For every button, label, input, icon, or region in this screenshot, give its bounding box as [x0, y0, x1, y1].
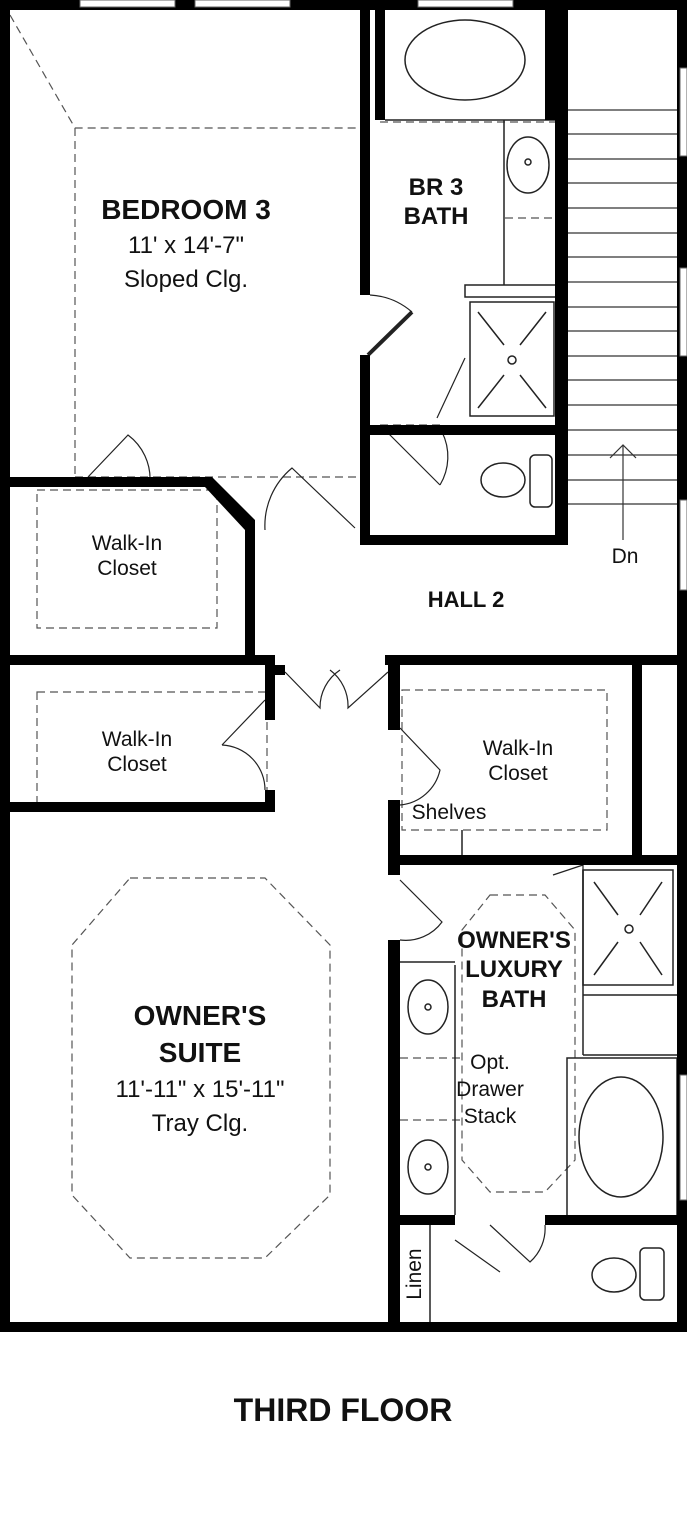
- shower-icon: [469, 301, 555, 417]
- linen-label: Linen: [402, 1248, 426, 1300]
- room-size-bedroom-3: 11' x 14'-7": [128, 232, 244, 259]
- opt-label-3: Stack: [463, 1105, 517, 1128]
- ceiling-owner-suite: Tray Clg.: [151, 1110, 249, 1137]
- room-name-bedroom-3: BEDROOM 3: [101, 194, 271, 225]
- closet-label-2: Closet: [488, 762, 548, 785]
- shelves-label: Shelves: [411, 801, 487, 824]
- room-name-br3-bath-2: BATH: [403, 203, 469, 230]
- sink-icon: [407, 1139, 449, 1195]
- stairs-down-label: Dn: [611, 545, 639, 568]
- room-size-owner-suite: 11'-11" x 15'-11": [115, 1076, 285, 1103]
- staircase: [568, 109, 677, 540]
- bathtub-icon: [404, 19, 526, 101]
- walls: [0, 0, 687, 1332]
- closet-label-2: Closet: [97, 557, 157, 580]
- sink-icon: [506, 136, 550, 194]
- room-name-br3-bath-1: BR 3: [408, 174, 464, 201]
- ceiling-bedroom-3: Sloped Clg.: [123, 266, 249, 293]
- closet-label-1: Walk-In: [101, 728, 173, 751]
- room-name-hall-2: HALL 2: [427, 587, 505, 612]
- bathtub-icon: [578, 1076, 664, 1198]
- room-name-owner-bath-2: LUXURY: [465, 956, 563, 983]
- sink-icon: [407, 979, 449, 1035]
- toilet-icon: [480, 462, 526, 498]
- ceiling-lines: [9, 14, 608, 1259]
- shower-icon: [582, 869, 674, 986]
- opt-label-1: Opt.: [470, 1051, 510, 1074]
- windows: [79, 0, 687, 1201]
- floor-title: THIRD FLOOR: [233, 1392, 453, 1428]
- opt-label-2: Drawer: [456, 1078, 524, 1101]
- closet-label-1: Walk-In: [482, 737, 554, 760]
- doors: [87, 294, 584, 1273]
- room-name-owner-bath-3: BATH: [481, 986, 547, 1013]
- toilet-icon: [591, 1257, 637, 1293]
- room-name-owner-suite-1: OWNER'S: [133, 1000, 267, 1031]
- room-name-owner-suite-2: SUITE: [158, 1037, 242, 1068]
- room-name-owner-bath-1: OWNER'S: [457, 927, 571, 954]
- closet-label-2: Closet: [107, 753, 167, 776]
- closet-label-1: Walk-In: [91, 532, 163, 555]
